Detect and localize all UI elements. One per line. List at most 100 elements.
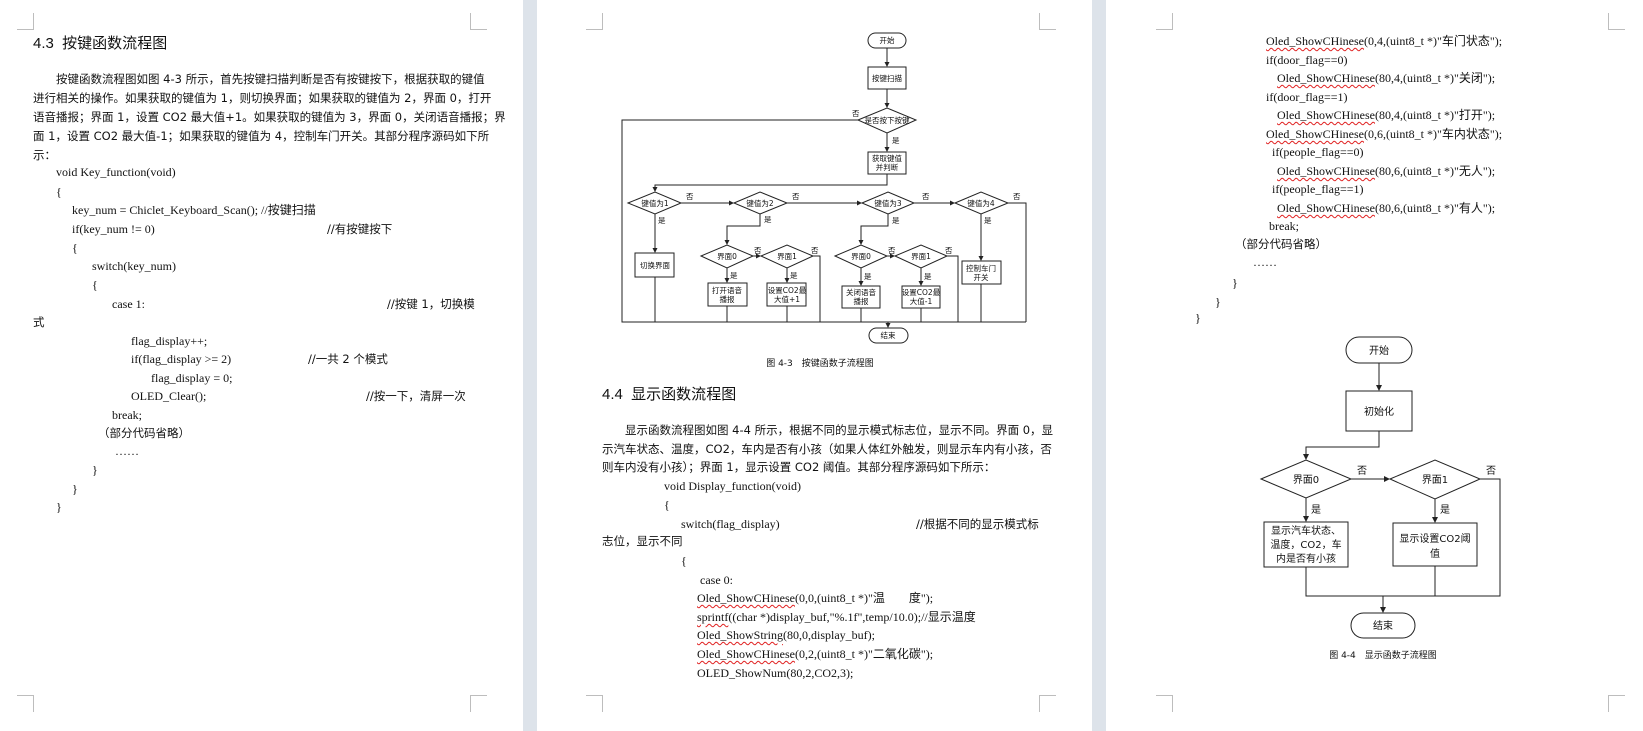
code-line: case 1: (112, 297, 145, 311)
code-line: if(flag_display >= 2) (131, 352, 232, 366)
code-args: (0,6,(uint8_t *)"车内状态"); (1364, 127, 1503, 141)
code-args: (80,4,(uint8_t *)"打开"); (1375, 108, 1496, 122)
code-args: (0,2,(uint8_t *)"二氧化碳"); (795, 647, 934, 661)
code-line: Oled_ShowCHinese(80,6,(uint8_t *)"无人"); (1277, 163, 1495, 179)
code-line: （部分代码省略） (1235, 237, 1327, 251)
code-comment: //根据不同的显示模式标 (916, 517, 1039, 531)
misspelled-function: sprintf (697, 610, 729, 624)
code-line: case 0: (700, 573, 733, 587)
svg-text:否: 否 (1486, 465, 1496, 477)
misspelled-function: Oled_ShowCHinese (1277, 108, 1375, 122)
code-line: …… (115, 444, 139, 458)
code-line: 志位，显示不同 (602, 534, 683, 548)
branch-labels: 否 否 是 是 (1311, 465, 1496, 516)
code-line: } (1215, 295, 1221, 309)
svg-text:是: 是 (658, 216, 666, 225)
paragraph-line: 面 1，设置 CO2 最大值-1；如果获取的键值为 4，控制车门开关。其部分程序… (33, 129, 490, 143)
key3-decision: 键值为3 (860, 191, 916, 215)
code-args: (80,6,(uint8_t *)"无人"); (1375, 164, 1496, 178)
code-line: } (72, 482, 78, 496)
code-comment: //按键 1，切换模 (387, 297, 475, 311)
start-node: 开始 (1345, 336, 1413, 364)
svg-text:否: 否 (792, 192, 800, 201)
svg-text:界面1: 界面1 (777, 252, 797, 261)
code-comment: //按一下，清屏一次 (366, 389, 466, 403)
svg-text:否: 否 (686, 192, 694, 201)
init-node: 初始化 (1345, 390, 1413, 432)
document-page-3: Oled_ShowCHinese (0,4,(uint8_t *)"车门状态");… (1106, 0, 1643, 731)
svg-text:初始化: 初始化 (1364, 405, 1394, 418)
code-line: { (72, 241, 78, 255)
svg-text:关闭语音: 关闭语音 (846, 287, 876, 297)
switch-ui-node: 切换界面 (634, 252, 675, 278)
svg-text:播报: 播报 (854, 296, 869, 306)
document-page-2: 开始 按键扫描 是否按下按键 获取键值并判断 键值为1 键值为2 键值为3 键值… (537, 0, 1092, 731)
svg-text:大值-1: 大值-1 (910, 296, 933, 306)
svg-text:开关: 开关 (974, 272, 989, 282)
svg-text:是否按下按键: 是否按下按键 (865, 115, 910, 125)
code-args: ((char *)display_buf,"%.1f",temp/10.0);/… (728, 610, 976, 624)
paragraph-line: 则车内没有小孩）；界面 1，显示设置 CO2 阈值。其部分程序源码如下所示： (602, 460, 996, 474)
section-heading: 4.4 显示函数流程图 (602, 386, 737, 403)
svg-text:是: 是 (1311, 504, 1321, 516)
pressed-decision: 是否按下按键 (856, 107, 918, 134)
svg-text:是: 是 (790, 271, 798, 280)
document-page-1: 4.3 按键函数流程图 按键函数流程图如图 4-3 所示，首先按键扫描判断是否有… (0, 0, 523, 731)
svg-text:显示汽车状态、: 显示汽车状态、 (1271, 524, 1341, 537)
code-line: if(people_flag==0) (1272, 145, 1364, 159)
code-comment: //一共 2 个模式 (308, 352, 388, 366)
scan-node: 按键扫描 (867, 66, 907, 90)
code-line: { (664, 498, 670, 512)
flowchart-connectors (621, 48, 1027, 328)
code-line: void Key_function(void) (56, 165, 176, 179)
svg-text:显示设置CO2阈: 显示设置CO2阈 (1399, 532, 1470, 545)
code-line: break; (112, 408, 142, 422)
margin-corner-mark (1156, 695, 1173, 712)
margin-corner-mark (586, 695, 603, 712)
figure-caption: 图 4-3 按键函数子流程图 (766, 359, 874, 369)
svg-text:界面0: 界面0 (1293, 474, 1319, 486)
misspelled-function: Oled_ShowCHinese (1277, 164, 1375, 178)
code-line: …… (1253, 255, 1277, 269)
code-line: if(key_num != 0) (72, 222, 155, 236)
svg-text:否: 否 (852, 109, 860, 118)
misspelled-function: Oled_ShowCHinese (697, 591, 795, 605)
svg-text:值: 值 (1430, 547, 1440, 560)
svg-text:设置CO2最: 设置CO2最 (902, 287, 941, 297)
svg-text:界面1: 界面1 (911, 252, 931, 261)
code-line: switch(key_num) (92, 259, 176, 273)
code-line: Oled_ShowCHinese(0,6,(uint8_t *)"车内状态"); (1266, 126, 1502, 142)
svg-text:键值为1: 键值为1 (641, 198, 668, 208)
key4-decision: 键值为4 (953, 191, 1010, 215)
code-args: (80,6,(uint8_t *)"有人"); (1375, 201, 1496, 215)
show-status-node: 显示汽车状态、温度，CO2，车内是否有小孩 (1263, 521, 1349, 568)
svg-text:结束: 结束 (1373, 619, 1393, 632)
svg-text:结束: 结束 (881, 330, 896, 340)
svg-text:界面1: 界面1 (1422, 474, 1448, 486)
end-node: 结束 (868, 327, 909, 344)
margin-corner-mark (470, 695, 487, 712)
key2-ui0-decision: 界面0 (699, 244, 755, 269)
door-control-node: 控制车门开关 (961, 260, 1002, 285)
svg-text:否: 否 (1357, 465, 1367, 477)
svg-text:控制车门: 控制车门 (966, 263, 996, 273)
code-args: (0,4,(uint8_t *)"车门状态"); (1364, 34, 1503, 48)
code-line: { (92, 278, 98, 292)
margin-corner-mark (1608, 695, 1625, 712)
svg-text:界面0: 界面0 (851, 252, 871, 261)
svg-text:切换界面: 切换界面 (640, 260, 670, 270)
margin-corner-mark (1608, 13, 1625, 30)
svg-text:温度，CO2，车: 温度，CO2，车 (1270, 538, 1341, 551)
svg-text:是: 是 (1440, 504, 1450, 516)
code-line: void Display_function(void) (664, 479, 801, 493)
code-line: Oled_ShowCHinese(80,4,(uint8_t *)"打开"); (1277, 107, 1495, 123)
margin-corner-mark (1039, 13, 1056, 30)
svg-text:打开语音: 打开语音 (712, 285, 742, 295)
margin-corner-mark (17, 13, 34, 30)
svg-text:否: 否 (888, 246, 896, 255)
code-line: Oled_ShowCHinese(0,2,(uint8_t *)"二氧化碳"); (697, 646, 933, 662)
